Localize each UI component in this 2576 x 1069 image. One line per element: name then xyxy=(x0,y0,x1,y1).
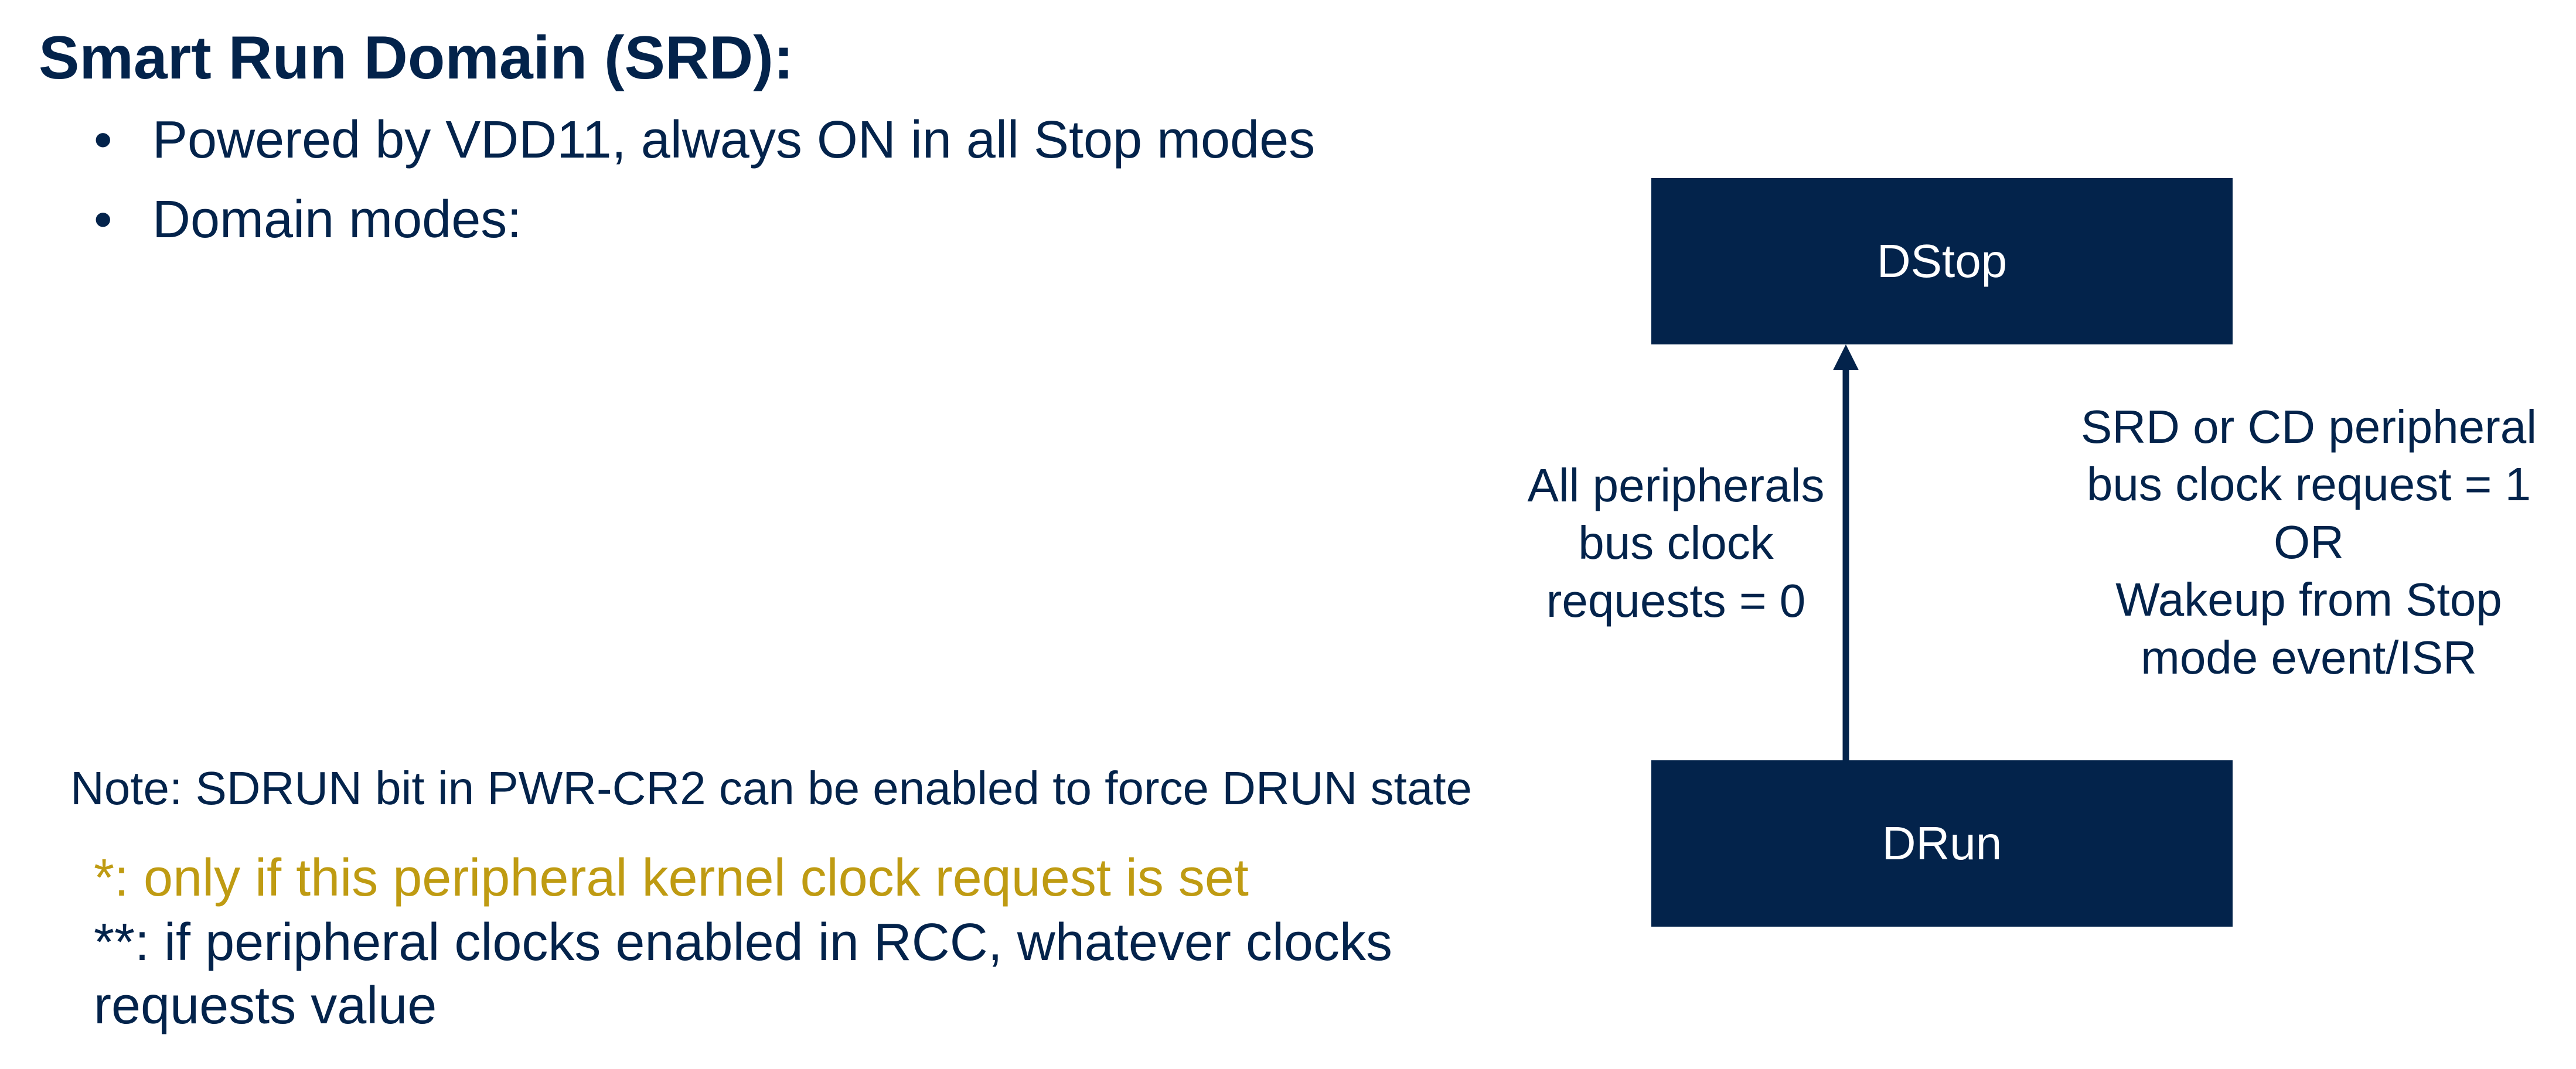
footnote-rcc-clocks: **: if peripheral clocks enabled in RCC,… xyxy=(94,913,1392,1035)
state-dstop-label: DStop xyxy=(1876,235,2008,287)
sdrun-note: Note: SDRUN bit in PWR-CR2 can be enable… xyxy=(70,762,1473,814)
transition-label-line: requests = 0 xyxy=(1546,574,1806,627)
state-dstop: DStop xyxy=(1651,178,2233,344)
footnote-kernel-clock: *: only if this peripheral kernel clock … xyxy=(94,849,1249,907)
bullet-text: Domain modes: xyxy=(152,190,522,249)
bullet-text: Powered by VDD11, always ON in all Stop … xyxy=(152,111,1316,169)
transition-label-line: OR xyxy=(2274,515,2344,568)
transition-label-to-drun: SRD or CD peripheral bus clock request =… xyxy=(2039,398,2576,687)
bullet-item-domain-modes: • Domain modes: xyxy=(94,188,1315,251)
bullet-marker: • xyxy=(94,111,113,169)
arrow-head xyxy=(1833,344,1859,370)
state-drun: DRun xyxy=(1651,760,2233,927)
transition-label-line: mode event/ISR xyxy=(2141,631,2477,684)
transition-label-line: bus clock xyxy=(1578,517,1774,569)
transition-label-line: Wakeup from Stop xyxy=(2115,573,2502,626)
transition-label-line: All peripherals xyxy=(1527,459,1825,511)
state-drun-label: DRun xyxy=(1882,817,2002,869)
bullet-marker: • xyxy=(94,190,113,249)
bullet-list: • Powered by VDD11, always ON in all Sto… xyxy=(94,108,1315,268)
slide-title: Smart Run Domain (SRD): xyxy=(39,24,794,92)
transition-label-line: bus clock request = 1 xyxy=(2086,458,2531,511)
bullet-item-power: • Powered by VDD11, always ON in all Sto… xyxy=(94,108,1315,172)
transition-label-line: SRD or CD peripheral xyxy=(2080,401,2537,453)
transition-label-to-dstop: All peripherals bus clock requests = 0 xyxy=(1500,457,1852,630)
